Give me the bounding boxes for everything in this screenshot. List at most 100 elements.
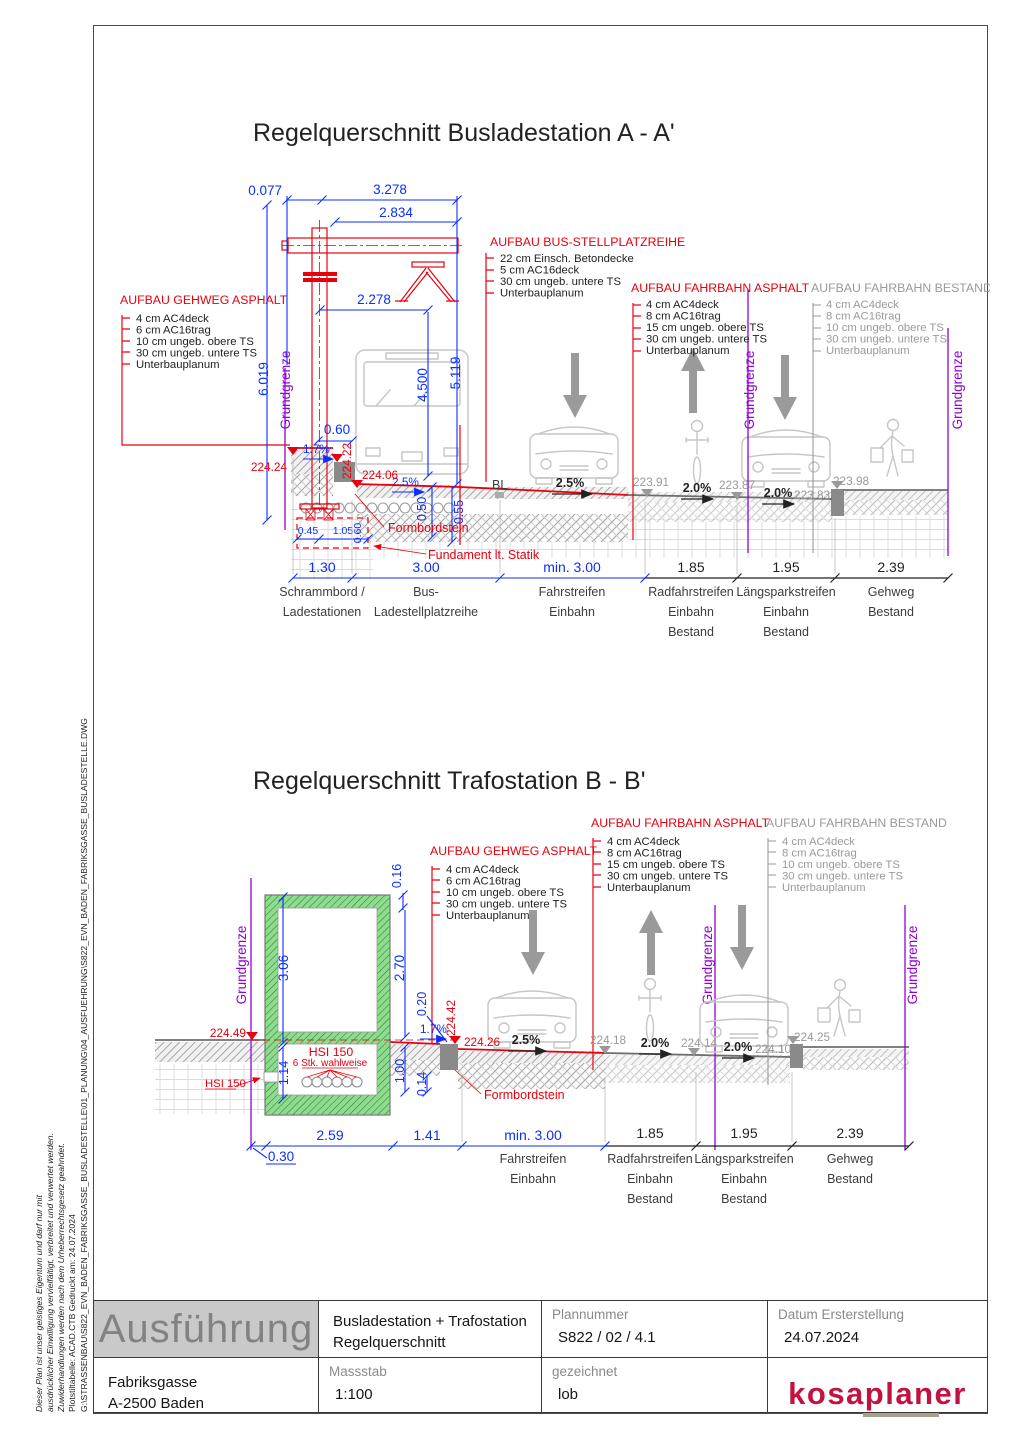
level-224-25: 224.25: [794, 1030, 831, 1044]
grundgrenze-lines: Grundgrenze Grundgrenze Grundgrenze: [278, 290, 965, 556]
aufbau-bestand: AUFBAU FAHRBAHN BESTAND 4 cm AC4deck 8 c…: [811, 281, 990, 553]
date-label: Datum Ersterstellung: [778, 1307, 905, 1322]
layer-item: 6 cm AC16trag: [136, 325, 211, 337]
formbordstein-label: Formbordstein: [484, 1088, 565, 1102]
aufbau-bestand-title: AUFBAU FAHRBAHN BESTAND: [811, 281, 990, 295]
arrow-up-icon: [681, 348, 705, 413]
formbordstein-leader: [354, 493, 385, 528]
zone-label: Bestand: [627, 1192, 673, 1206]
arrow-down-icon: [730, 905, 754, 970]
layer-item: 4 cm AC4deck: [782, 836, 855, 848]
plan-number-label: Plannummer: [552, 1307, 629, 1322]
dim-layer2: 0.55: [452, 500, 466, 524]
dim-roof-height: 5.119: [448, 357, 463, 390]
slope-park: 2.0%: [764, 486, 793, 500]
zone-label: Einbahn: [668, 605, 714, 619]
scale-label: Massstab: [329, 1364, 387, 1379]
arrow-down-icon: [563, 353, 587, 418]
zone-width: 1.85: [636, 1125, 663, 1141]
layer-item: Unterbauplanum: [136, 359, 220, 371]
charging-mast: [281, 220, 462, 521]
formbordstein-label: Formbordstein: [388, 521, 469, 535]
dim-slab: 0.16: [390, 864, 404, 888]
zone-label: Gehweg: [827, 1152, 874, 1166]
level-223-98: 223.98: [833, 474, 870, 488]
margin-note-copyright-3: Zuwiderhandlungen werden nach dem Urhebe…: [56, 1143, 66, 1412]
slope-bike: 2.0%: [641, 1036, 670, 1050]
zone-label: Einbahn: [549, 605, 595, 619]
aufbau-bus-title: AUFBAU BUS-STELLPLATZREIHE: [490, 235, 685, 249]
layer-item: Unterbauplanum: [782, 882, 866, 894]
dim-pit-clear: 1.00: [393, 1059, 407, 1083]
hsi-note: 6 Stk. wahlweise: [293, 1058, 368, 1069]
slope-park: 2.0%: [724, 1040, 753, 1054]
margin-note-copyright-2: ausdrücklicher Einwilligung vervielfälti…: [45, 1133, 55, 1412]
curb-left: [334, 462, 355, 482]
dim-layer1: 0.50: [415, 497, 429, 521]
layer-item: 22 cm Einsch. Betondecke: [500, 253, 634, 265]
aufbau-fahrbahn: AUFBAU FAHRBAHN ASPHALT 4 cm AC4deck 8 c…: [631, 281, 810, 540]
dim-mast-total: 3.278: [373, 182, 407, 197]
zone-label: Ladestationen: [283, 605, 362, 619]
section-a-title: Regelquerschnitt Busladestation A - A': [253, 119, 675, 147]
slope-lane: 2.5%: [512, 1033, 541, 1047]
dim-edge: 0.30: [268, 1149, 294, 1164]
layer-item: 30 cm ungeb. untere TS: [646, 334, 767, 346]
formbordstein-leader-b: [454, 1069, 482, 1095]
zone-label: Einbahn: [627, 1172, 673, 1186]
level-224-26: 224.26: [464, 1035, 501, 1049]
section-b-drawing: Regelquerschnitt Trafostation B - B': [155, 767, 947, 1206]
margin-note-file-path: G:\STRASSENBAU\S822_EVN_BADEN_FABRIKSGAS…: [79, 718, 89, 1412]
aufbau-gehweg-title: AUFBAU GEHWEG ASPHALT: [430, 844, 598, 858]
zone-label: Einbahn: [510, 1172, 556, 1186]
project-phase: Ausführung: [98, 1306, 314, 1351]
plan-title-line1: Busladestation + Trafostation: [333, 1313, 527, 1330]
layer-item: 4 cm AC4deck: [136, 313, 209, 325]
arrow-down-icon: [521, 910, 545, 975]
zone-width: 1.41: [413, 1127, 440, 1143]
foundation: 0.45 1.05 0.60 Fundament lt. Statik: [291, 517, 540, 562]
pedestrian-silhouette: [870, 418, 914, 477]
zone-width: 2.39: [877, 559, 904, 575]
scale-value: 1:100: [335, 1386, 373, 1403]
dim-clearance: 4.500: [415, 368, 430, 402]
zone-dimensions-b: 0.30 2.59 1.41 min. 3.00 1.85 1.95 2.39 …: [245, 1072, 915, 1206]
dim-mast-height: 6.019: [256, 362, 271, 396]
layer-item: Unterbauplanum: [446, 910, 530, 922]
direction-arrows-b: [521, 905, 754, 975]
slopes-levels: 1.7% 2.5% 2.5% 2.0% 2.0% 224.24 224.22 2…: [251, 442, 870, 509]
date-value: 24.07.2024: [784, 1329, 860, 1346]
layer-item: Unterbauplanum: [607, 882, 691, 894]
layer-item: 15 cm ungeb. obere TS: [607, 859, 725, 871]
zone-width: min. 3.00: [543, 559, 601, 575]
zone-label: Bus-: [413, 585, 439, 599]
layer-item: 4 cm AC4deck: [826, 299, 899, 311]
address-line1: Fabriksgasse: [108, 1374, 198, 1391]
plan-title-cell: Busladestation + Trafostation Regelquers…: [318, 1300, 541, 1357]
level-223-87: 223.87: [719, 478, 755, 492]
car-silhouette: [741, 429, 831, 488]
zone-label: Längsparkstreifen: [736, 585, 835, 599]
layer-item: 8 cm AC16trag: [826, 311, 901, 323]
zone-label: Bestand: [721, 1192, 767, 1206]
zone-label: Radfahrstreifen: [607, 1152, 693, 1166]
aufbau-gehweg-title: AUFBAU GEHWEG ASPHALT: [120, 293, 288, 307]
plan-number-value: S822 / 02 / 4.1: [558, 1329, 656, 1346]
slope-lane: 2.5%: [556, 476, 585, 490]
pedestrian-silhouette: [817, 978, 861, 1037]
layer-item: 15 cm ungeb. obere TS: [646, 322, 764, 334]
dim-foundation-w1: 0.45: [298, 525, 319, 537]
dim-curb-width: 0.60: [324, 422, 350, 437]
margin-note-copyright-1: Dieser Plan ist unser geistiges Eigentum…: [34, 1195, 44, 1412]
drawn-by-cell: gezeichnet lob: [541, 1357, 767, 1413]
company-logo: kosaplaner: [788, 1376, 967, 1411]
zone-width: 2.59: [316, 1127, 343, 1143]
layer-item: Unterbauplanum: [646, 345, 730, 357]
zone-label: Schrammbord /: [279, 585, 365, 599]
arrow-down-icon: [773, 355, 797, 420]
cyclist-silhouette: [685, 419, 709, 484]
aufbau-gehweg-b: AUFBAU GEHWEG ASPHALT 4 cm AC4deck 6 cm …: [430, 844, 598, 1044]
grundgrenze-label: Grundgrenze: [700, 926, 715, 1005]
date-cell: Datum Ersterstellung 24.07.2024: [767, 1300, 988, 1357]
